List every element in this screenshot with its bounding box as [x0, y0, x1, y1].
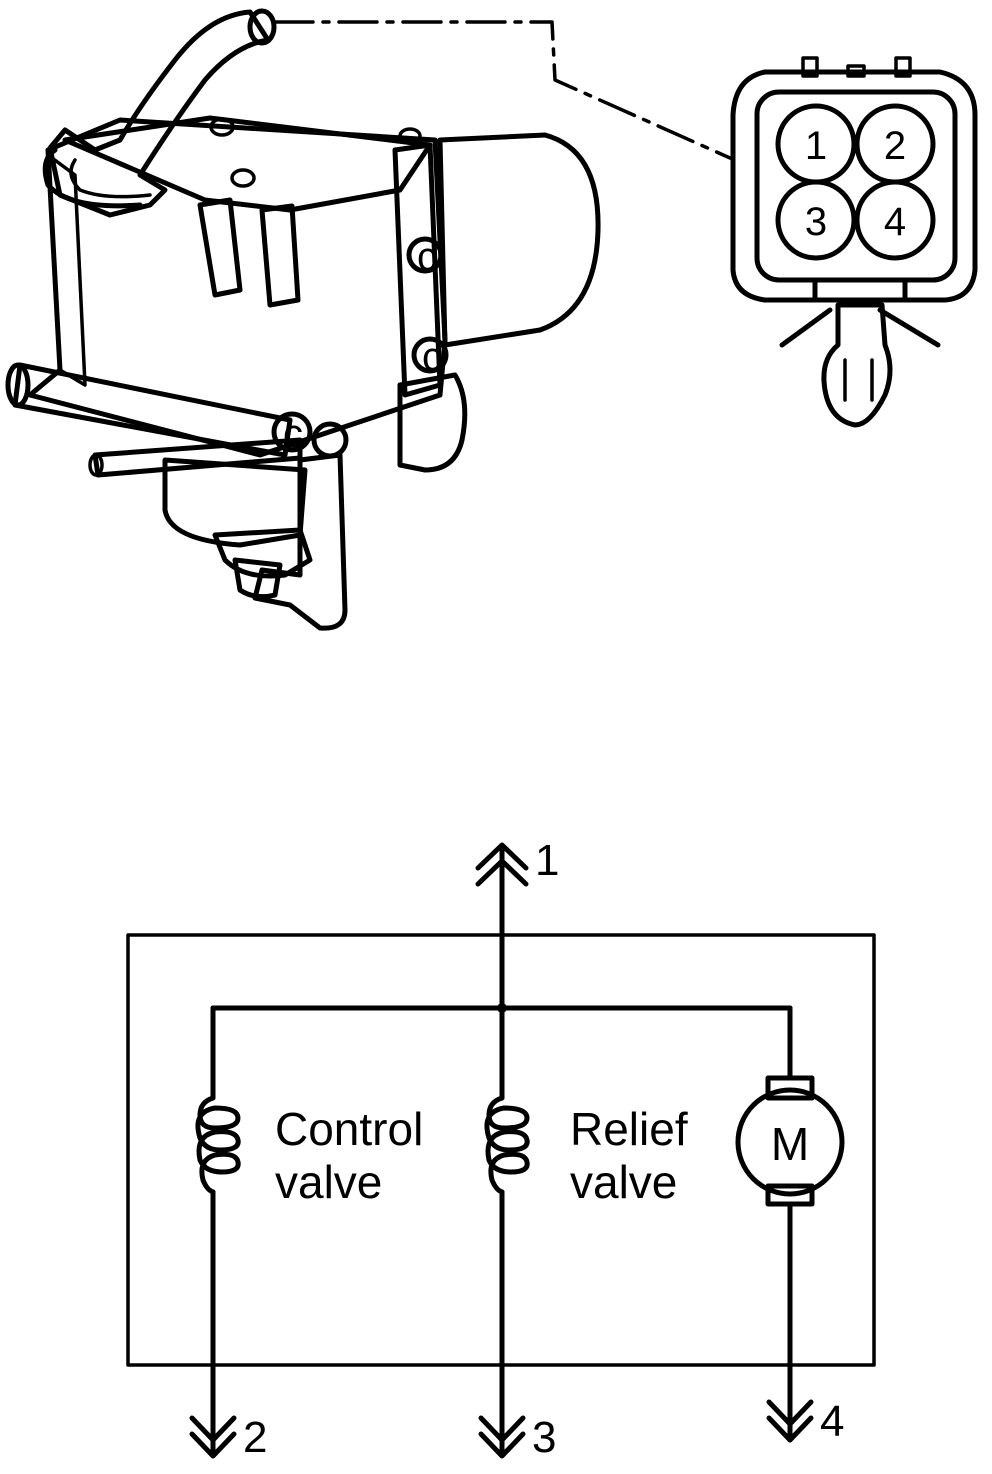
- top-screw-3: [398, 127, 422, 145]
- terminal-3-label: 3: [532, 1413, 556, 1462]
- frame-bolt-1-mark: c: [417, 235, 437, 279]
- pin-1-label: 1: [805, 124, 827, 168]
- hose-end: [247, 8, 277, 46]
- motor-top-brush: [765, 1075, 815, 1101]
- connector-clip-right-arm: [877, 307, 941, 348]
- thin-pipe-end: [88, 453, 104, 477]
- actuator-top-cover: [62, 115, 433, 213]
- pin-3-label: 3: [805, 200, 827, 244]
- connector-latch-top-right: [894, 56, 912, 78]
- pipe-bolt: [271, 411, 313, 453]
- front-tab-left: [197, 197, 243, 298]
- connector-clip-detail: [843, 358, 874, 402]
- left-pipe: [12, 362, 293, 458]
- connector-latch-top-mid: [846, 64, 866, 78]
- actuator-illustration: c c c: [5, 8, 601, 631]
- top-screw-1: [209, 117, 235, 137]
- side-frame: [392, 142, 443, 398]
- pin-4-label: 4: [884, 200, 906, 244]
- lower-cylinder: [162, 457, 308, 548]
- top-screw-2: [230, 168, 256, 188]
- connector-housing: [730, 69, 978, 303]
- connector-leader-line: [273, 20, 732, 160]
- right-bracket: [397, 372, 468, 473]
- relief-valve-coil: [484, 1095, 530, 1195]
- front-tab-right: [259, 203, 301, 308]
- terminal-2-arrow: [189, 1415, 237, 1459]
- frame-bolt-1: [406, 236, 444, 274]
- frame-bolt-2-mark: c: [422, 335, 442, 379]
- motor-housing: [437, 132, 601, 348]
- connector-clip-base: [812, 277, 908, 303]
- pipe-bolt-2: [311, 421, 349, 459]
- actuator-body: [27, 117, 448, 458]
- actuator-front-wall: [46, 153, 87, 387]
- frame-bolt-2: [411, 336, 449, 374]
- connector: 1 2 3 4: [730, 56, 978, 428]
- schematic: 1 2 Control valve 3 Relief valve M 4: [126, 836, 876, 1462]
- connector-latch-top-left: [801, 56, 819, 78]
- terminal-2-label: 2: [243, 1413, 267, 1462]
- relief-valve-label-line1: Relief: [570, 1103, 688, 1155]
- connector-clip-left-arm: [779, 307, 833, 348]
- control-valve-label-line2: valve: [275, 1156, 382, 1208]
- terminal-4-label: 4: [820, 1397, 844, 1446]
- hose-loop: [42, 147, 143, 209]
- pin-3-socket: [775, 179, 857, 261]
- hose-loop-inner: [69, 158, 152, 199]
- motor-symbol-label: M: [771, 1118, 809, 1170]
- left-pipe-end: [5, 362, 31, 408]
- control-valve-coil: [195, 1095, 241, 1195]
- connector-clip-body: [821, 302, 893, 428]
- motor-symbol: [735, 1087, 845, 1197]
- terminal-3-arrow: [478, 1415, 526, 1459]
- outlet-elbow: [252, 452, 348, 631]
- terminal-1-arrow: [475, 842, 529, 887]
- pin-4-socket: [854, 179, 936, 261]
- control-valve-label-line1: Control: [275, 1103, 423, 1155]
- pin-2-label: 2: [884, 124, 906, 168]
- terminal-1-label: 1: [535, 836, 559, 885]
- relief-valve-label-line2: valve: [570, 1156, 677, 1208]
- terminal-4-arrow: [766, 1399, 814, 1443]
